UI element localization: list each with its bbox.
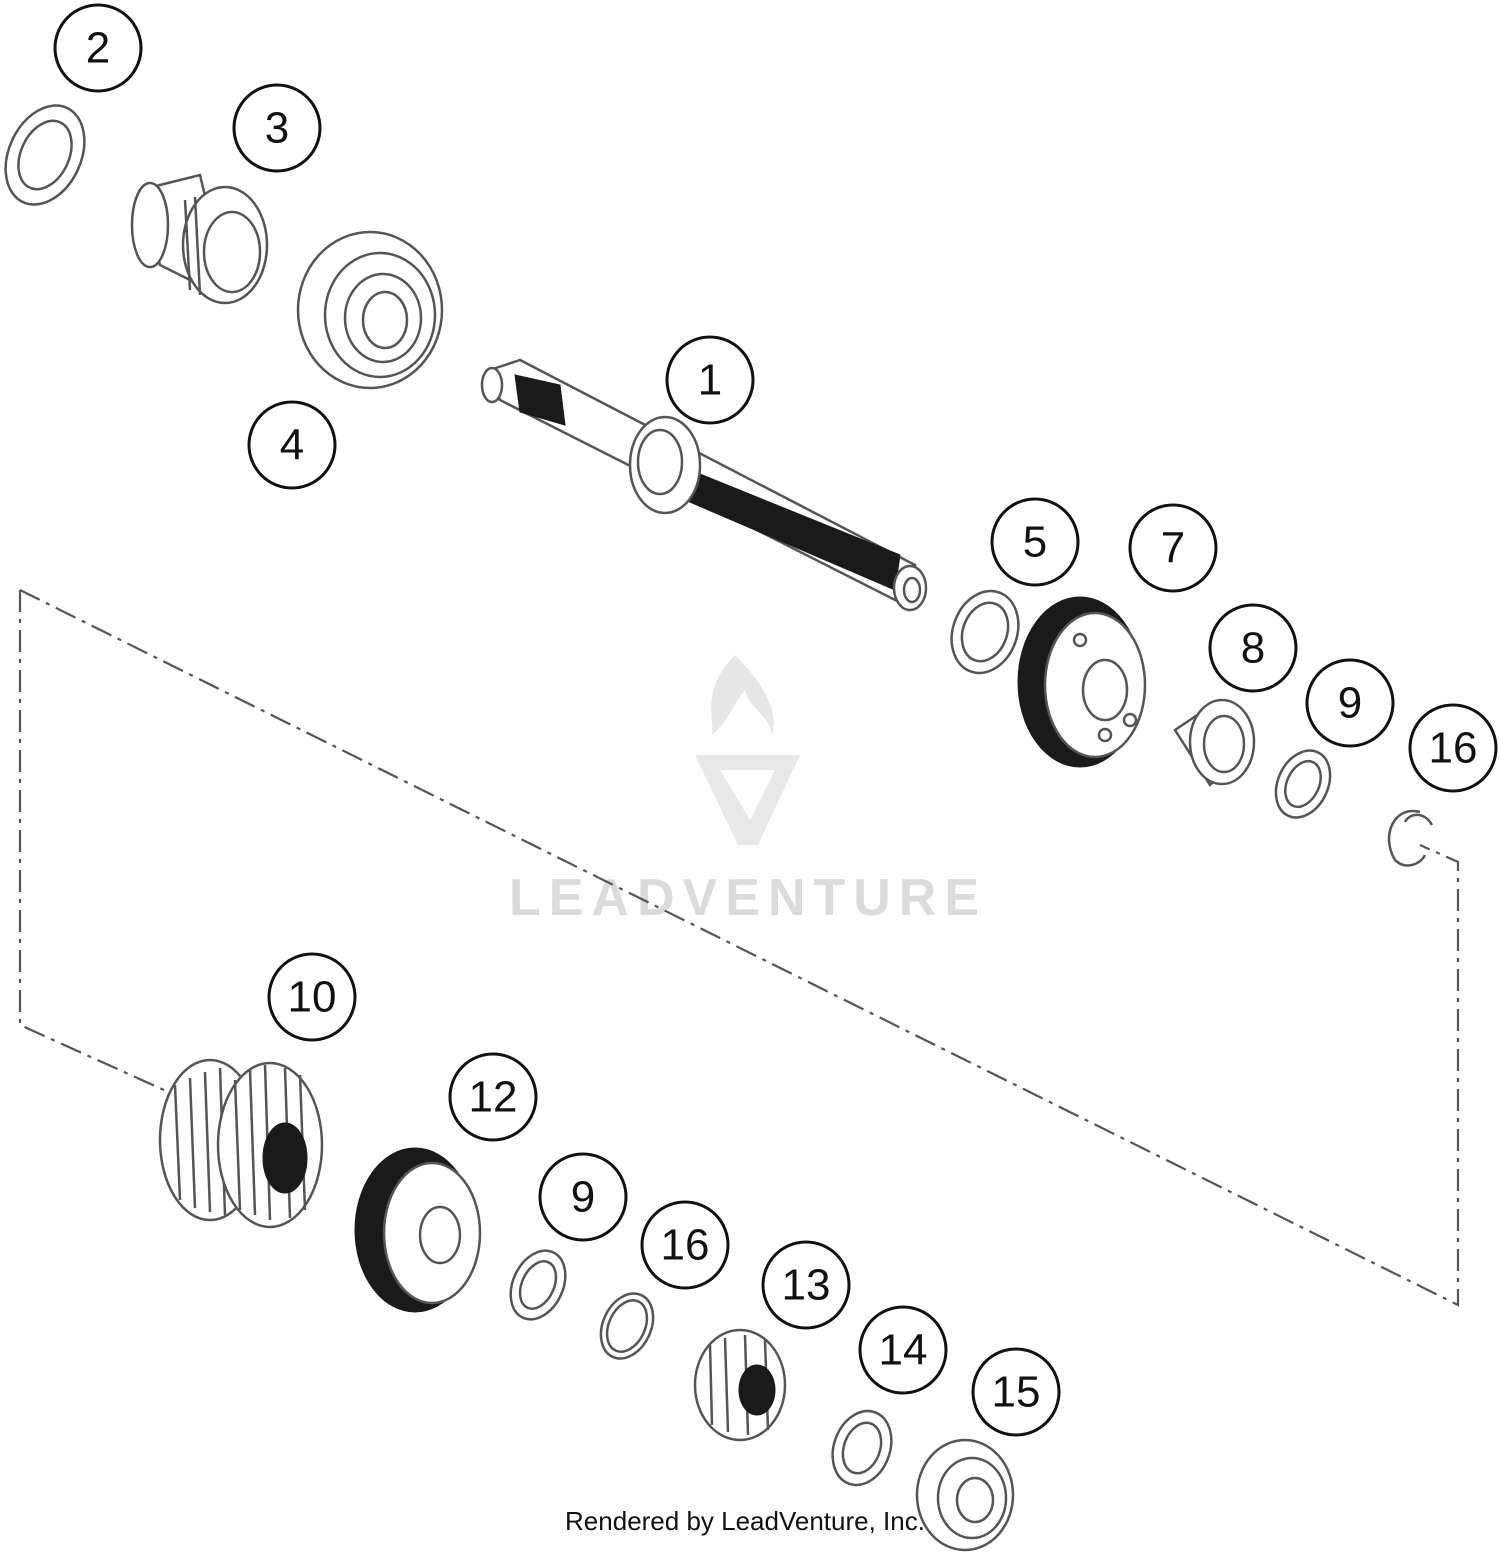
- svg-text:7: 7: [1161, 524, 1185, 573]
- callout-2: 2: [53, 3, 143, 93]
- callout-5: 5: [990, 497, 1080, 587]
- part-1-main-shaft: [480, 358, 928, 612]
- part-7-gear: [1017, 596, 1147, 768]
- callout-4: 4: [247, 400, 337, 490]
- svg-text:2: 2: [86, 24, 110, 73]
- callout-8: 8: [1208, 603, 1298, 693]
- callout-15: 15: [971, 1347, 1061, 1437]
- part-13-small-gear: [693, 1328, 787, 1442]
- part-16-circlip-upper: [1387, 809, 1434, 867]
- part-2-washer: [4, 104, 86, 206]
- part-8-needle-bearing: [1173, 698, 1256, 787]
- callout-14: 14: [858, 1305, 948, 1395]
- part-12-gear: [354, 1147, 482, 1313]
- part-15-bearing: [915, 1438, 1015, 1552]
- svg-text:12: 12: [469, 1073, 518, 1122]
- watermark: LEADVENTURE: [509, 655, 987, 927]
- svg-text:15: 15: [992, 1368, 1041, 1417]
- svg-text:4: 4: [280, 421, 304, 470]
- callout-13: 13: [761, 1240, 851, 1330]
- part-4-bearing: [296, 230, 444, 390]
- svg-text:3: 3: [265, 104, 289, 153]
- part-3-bushing: [130, 173, 269, 305]
- callout-9-upper: 9: [1305, 658, 1395, 748]
- shaft-gear: [628, 415, 702, 515]
- callout-1: 1: [665, 335, 755, 425]
- flame-v-logo-icon: [695, 655, 800, 845]
- svg-text:8: 8: [1241, 624, 1265, 673]
- part-10-cluster-gear: [158, 1058, 324, 1229]
- svg-text:9: 9: [1338, 679, 1362, 728]
- callout-16-upper: 16: [1408, 703, 1498, 793]
- callout-10: 10: [267, 952, 357, 1042]
- part-9-lock-washer-upper: [1274, 749, 1332, 819]
- svg-text:1: 1: [698, 356, 722, 405]
- callout-9-lower: 9: [538, 1152, 628, 1242]
- svg-text:9: 9: [571, 1173, 595, 1222]
- svg-text:16: 16: [661, 1221, 710, 1270]
- callout-16-lower: 16: [640, 1200, 730, 1290]
- svg-text:5: 5: [1023, 518, 1047, 567]
- callout-12: 12: [448, 1052, 538, 1142]
- svg-text:14: 14: [879, 1326, 928, 1375]
- part-5-washer: [950, 589, 1020, 675]
- assembly-line: [18, 589, 1460, 1307]
- watermark-text: LEADVENTURE: [509, 869, 987, 927]
- svg-text:16: 16: [1429, 724, 1478, 773]
- callout-7: 7: [1128, 503, 1218, 593]
- svg-text:13: 13: [782, 1261, 831, 1310]
- callout-3: 3: [232, 83, 322, 173]
- render-credit: Rendered by LeadVenture, Inc.: [565, 1506, 925, 1536]
- svg-text:10: 10: [288, 973, 337, 1022]
- part-16-circlip-lower: [599, 1292, 655, 1360]
- part-9-lock-washer-lower: [509, 1249, 567, 1321]
- part-14-washer: [831, 1409, 893, 1487]
